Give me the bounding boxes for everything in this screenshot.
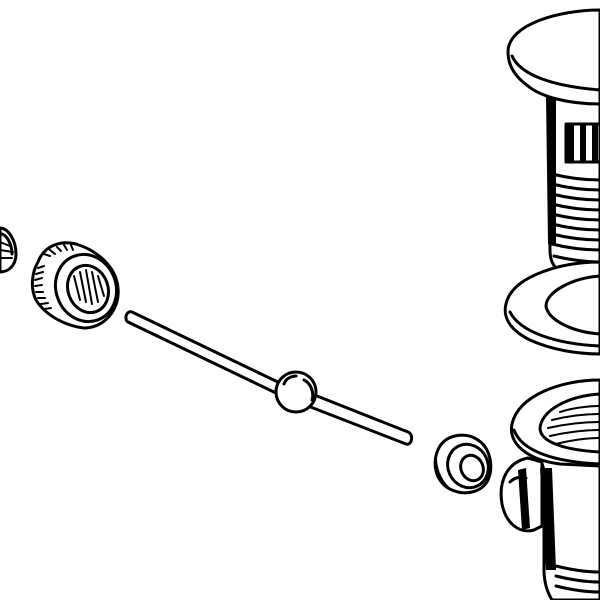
washer-icon	[503, 260, 600, 356]
knurled-nut-icon	[30, 241, 120, 330]
pivot-rod-icon	[124, 310, 414, 446]
ball-icon	[274, 370, 318, 414]
bushing-icon	[433, 433, 493, 495]
cap-nut-fragment-icon	[0, 226, 18, 274]
drain-body-icon	[499, 378, 600, 600]
stopper-icon	[506, 8, 600, 270]
